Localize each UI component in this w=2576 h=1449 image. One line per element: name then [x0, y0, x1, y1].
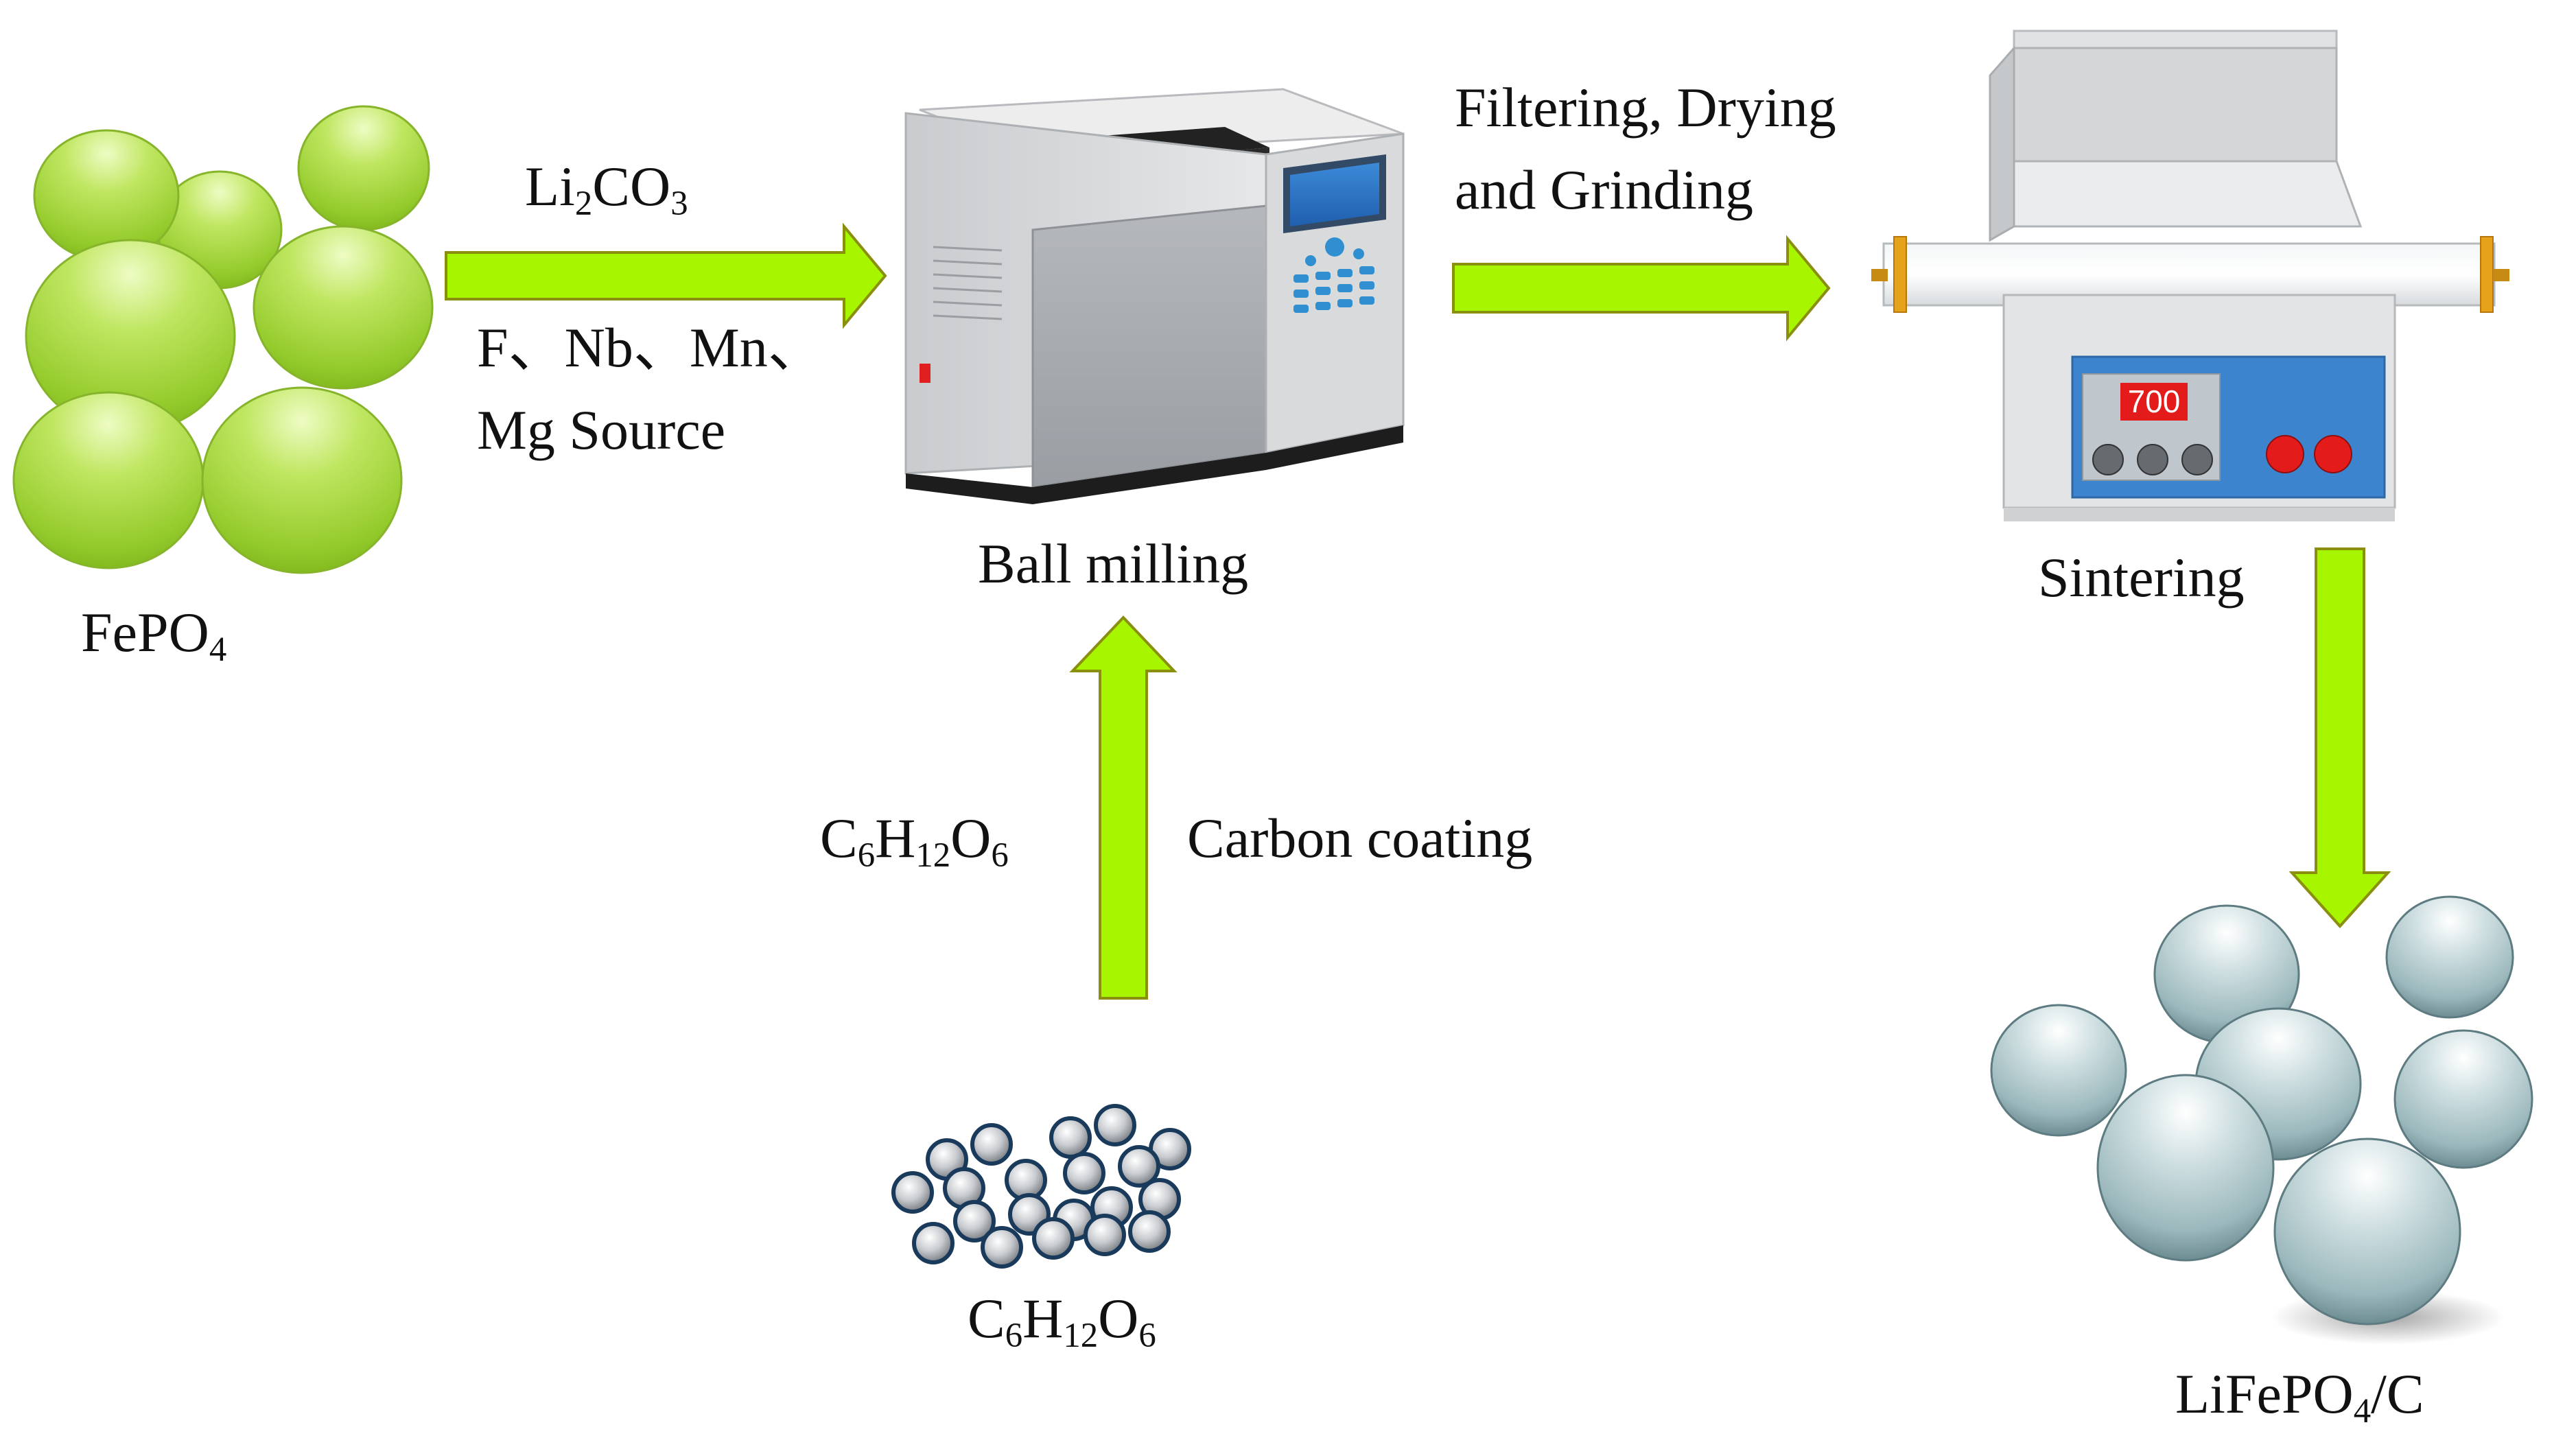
- glucose-sub-12: 12: [915, 836, 951, 875]
- glucose-sub-6b: 6: [1138, 1316, 1156, 1355]
- glucose-h: H: [875, 807, 916, 869]
- arrow-up-carbon-coating: [1069, 615, 1178, 1000]
- filtering-label-line1: Filtering, Drying: [1455, 76, 1836, 139]
- glucose-particle: [1094, 1104, 1136, 1146]
- li2co3-label: Li2CO3: [525, 154, 688, 223]
- glucose-particle: [1084, 1214, 1126, 1256]
- ball-mill-machine-icon: [904, 88, 1405, 504]
- product-slash-c: /C: [2371, 1363, 2424, 1425]
- glucose-sub-12: 12: [1063, 1316, 1099, 1355]
- lifepo4-c-spheres: [1990, 895, 2533, 1345]
- glucose-o: O: [1098, 1287, 1139, 1350]
- li2co3-label-sub1: 2: [574, 184, 593, 223]
- glucose-particle: [981, 1226, 1023, 1269]
- product-sub-4: 4: [2353, 1391, 2372, 1430]
- glucose-h: H: [1022, 1287, 1064, 1350]
- glucose-label-lower: C6H12O6: [968, 1286, 1156, 1355]
- glucose-c: C: [820, 807, 858, 869]
- arrow-down-product: [2288, 547, 2391, 928]
- furnace-temperature-display: 700: [2128, 384, 2181, 419]
- dopants-label-line1: F、Nb、Mn、: [477, 316, 824, 379]
- glucose-particle: [1032, 1217, 1075, 1260]
- glucose-particle: [1063, 1152, 1105, 1194]
- glucose-sub-6a: 6: [1005, 1316, 1023, 1355]
- arrow-to-sintering: [1452, 235, 1831, 342]
- fepo4-label-sub: 4: [209, 630, 227, 669]
- glucose-sub-6a: 6: [857, 836, 876, 875]
- glucose-sub-6b: 6: [991, 836, 1009, 875]
- fepo4-spheres: [12, 105, 434, 574]
- glucose-o: O: [950, 807, 992, 869]
- sintering-label: Sintering: [2038, 546, 2245, 609]
- arrow-to-ball-milling: [445, 222, 887, 329]
- glucose-particle: [1128, 1210, 1171, 1253]
- glucose-c: C: [968, 1287, 1005, 1350]
- ball-milling-label: Ball milling: [978, 532, 1249, 595]
- glucose-particle: [970, 1123, 1013, 1166]
- fepo4-label: FePO4: [81, 600, 227, 669]
- carbon-coating-label: Carbon coating: [1187, 807, 1533, 869]
- glucose-particle: [1049, 1116, 1092, 1159]
- glucose-particle: [912, 1222, 955, 1264]
- dopants-label-line2: Mg Source: [477, 399, 726, 461]
- glucose-particle: [891, 1171, 934, 1214]
- glucose-label-upper: C6H12O6: [820, 806, 1009, 875]
- fepo4-label-main: FePO: [81, 601, 209, 663]
- li2co3-label-co: CO: [592, 155, 671, 217]
- filtering-label-line2: and Grinding: [1455, 158, 1753, 221]
- product-label: LiFePO4/C: [2175, 1362, 2424, 1428]
- product-lifepo: LiFePO: [2175, 1363, 2354, 1425]
- glucose-particle: [1118, 1145, 1160, 1188]
- li2co3-label-li: Li: [525, 155, 575, 217]
- glucose-particles: [891, 1104, 1191, 1269]
- li2co3-label-sub2: 3: [670, 184, 688, 223]
- tube-furnace-icon: 700: [1871, 30, 2509, 521]
- glucose-particle: [953, 1200, 996, 1242]
